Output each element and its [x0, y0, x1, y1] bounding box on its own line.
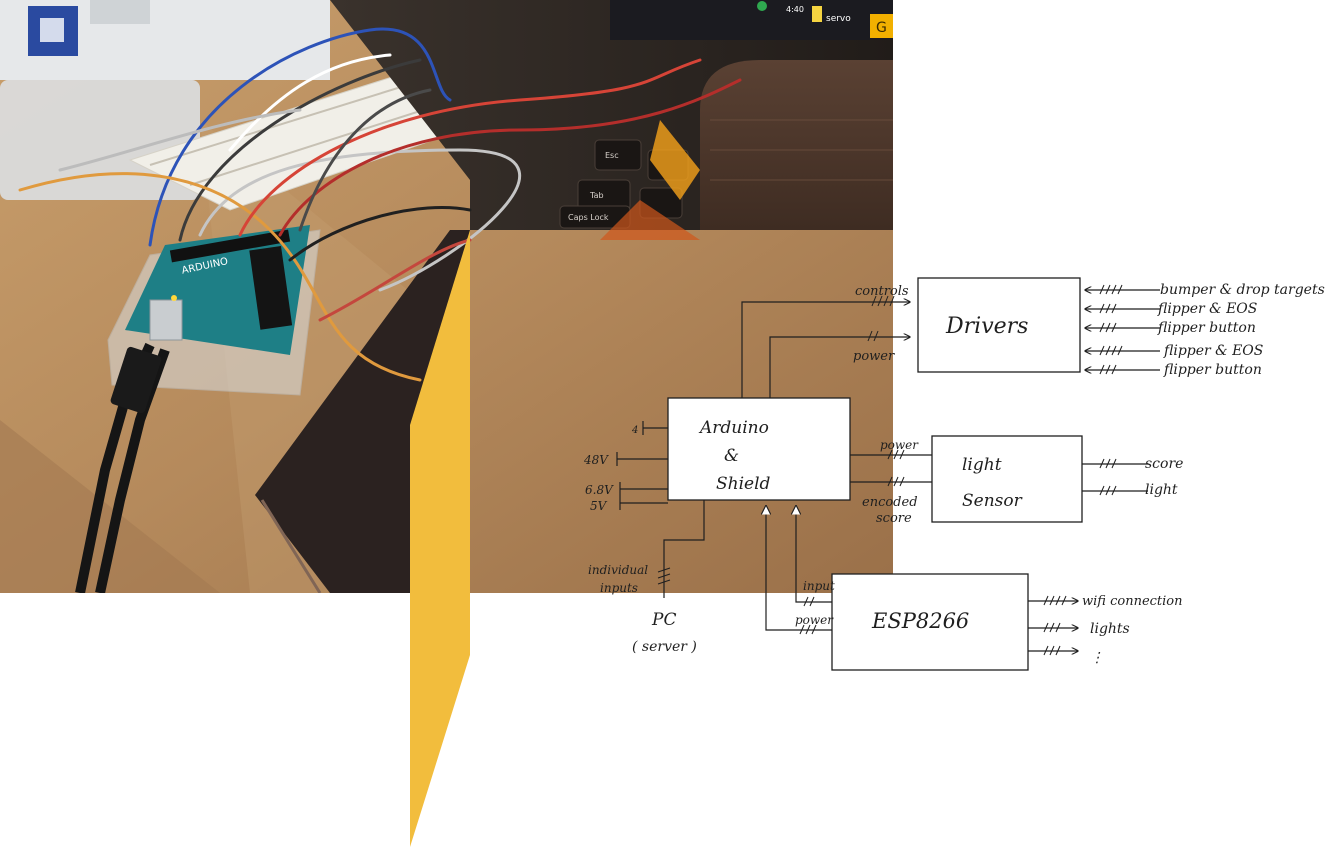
- arduino-top-pin: 4: [631, 425, 638, 436]
- esp-power-label: power: [795, 613, 834, 627]
- light-sensor-label-2: Sensor: [962, 491, 1023, 511]
- arduino-left-pins: 4 48V 6.8V 5V: [583, 421, 668, 513]
- esp-output-more: ⋮: [1090, 650, 1104, 666]
- drivers-input-controls: controls: [855, 284, 909, 299]
- drivers-power-wire: [770, 337, 910, 398]
- voltage-48v: 48V: [583, 453, 609, 467]
- light-output-score: score: [1145, 456, 1183, 472]
- pc-wire: [664, 500, 704, 598]
- pc-label: PC: [651, 610, 676, 630]
- drivers-input-power: power: [853, 349, 895, 364]
- arduino-label-1: Arduino: [698, 418, 769, 438]
- light-input-power: power: [880, 438, 919, 452]
- drivers-output-0: bumper & drop targets: [1160, 282, 1325, 298]
- light-sensor-label-1: light: [962, 455, 1002, 475]
- esp-output-lights: lights: [1090, 621, 1130, 637]
- voltage-6-8v: 6.8V: [585, 483, 614, 497]
- pc-inputs-line2: inputs: [600, 581, 638, 595]
- pc-sublabel: ( server ): [632, 639, 697, 655]
- light-input-encoded: encoded: [862, 495, 918, 510]
- drivers-output-3: flipper & EOS: [1163, 343, 1263, 359]
- light-input-score: score: [876, 511, 912, 526]
- pc-inputs-line1: individual: [588, 563, 648, 577]
- light-output-light: light: [1145, 482, 1178, 498]
- esp-input-label: input: [803, 579, 835, 593]
- esp-power-wire: [766, 506, 832, 630]
- drivers-output-2: flipper button: [1157, 320, 1256, 336]
- arduino-label-3: Shield: [716, 474, 771, 494]
- arduino-label-2: &: [724, 446, 739, 466]
- esp-label: ESP8266: [871, 609, 969, 633]
- drivers-output-4: flipper button: [1163, 362, 1262, 378]
- esp-output-wifi: wifi connection: [1082, 594, 1183, 609]
- drivers-label: Drivers: [945, 314, 1028, 339]
- drivers-outputs: bumper & drop targets flipper & EOS flip…: [1085, 282, 1325, 378]
- voltage-5v: 5V: [590, 499, 608, 513]
- drivers-output-1: flipper & EOS: [1157, 301, 1257, 317]
